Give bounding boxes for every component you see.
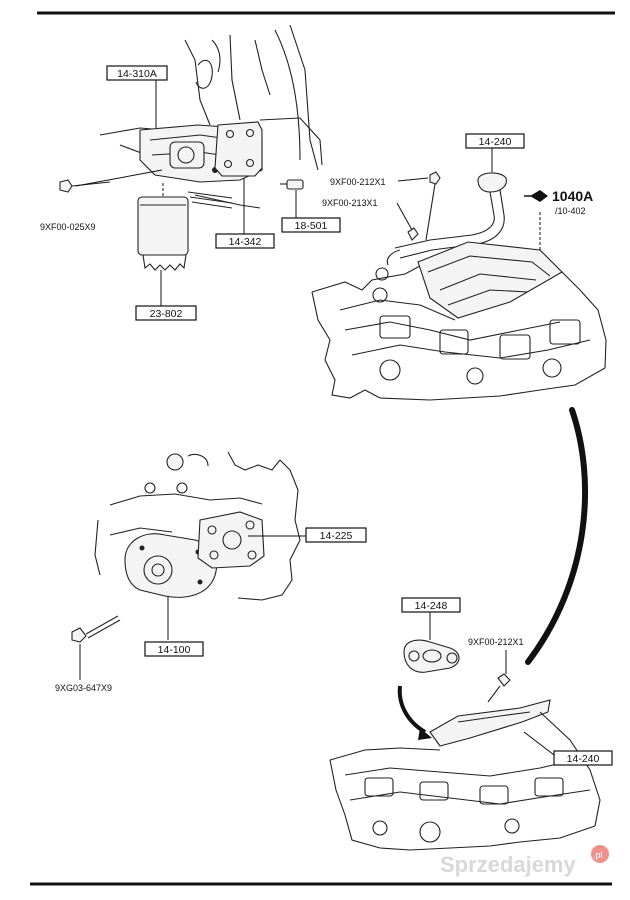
label-box-14-248 bbox=[401, 597, 461, 613]
label-14-342: 14-342 bbox=[229, 236, 262, 248]
label-14-100: 14-100 bbox=[158, 644, 191, 656]
torque-ref: /10-402 bbox=[555, 206, 586, 216]
label-box-14-240-top bbox=[465, 133, 525, 149]
watermark-suffix: .pl bbox=[593, 850, 603, 860]
label-9xf00-212x1-lower: 9XF00-212X1 bbox=[468, 637, 524, 647]
label-box-23-802 bbox=[135, 305, 197, 321]
label-14-225: 14-225 bbox=[320, 530, 353, 542]
label-box-14-100 bbox=[144, 641, 204, 657]
label-box-18-501 bbox=[281, 217, 341, 233]
lower-pickup-illustration bbox=[329, 639, 601, 851]
oil-pump-illustration bbox=[71, 451, 301, 643]
label-9xf00-025x9: 9XF00-025X9 bbox=[40, 222, 96, 232]
label-23-802: 23-802 bbox=[150, 308, 183, 320]
label-14-240-lower: 14-240 bbox=[567, 753, 600, 765]
torque-wrench-icon bbox=[524, 190, 548, 202]
torque-spec-1040a: 1040A bbox=[552, 188, 593, 204]
label-18-501: 18-501 bbox=[295, 220, 328, 232]
label-9xf00-213x1: 9XF00-213X1 bbox=[322, 198, 378, 208]
label-9xg03-647x9: 9XG03-647X9 bbox=[55, 683, 112, 693]
label-box-14-240-lower bbox=[553, 750, 613, 766]
label-14-240-top: 14-240 bbox=[479, 136, 512, 148]
watermark-text: Sprzedajemy bbox=[440, 852, 576, 877]
adapter-illustration bbox=[59, 24, 323, 271]
label-14-310a: 14-310A bbox=[117, 68, 157, 80]
label-box-14-310a bbox=[106, 65, 168, 81]
label-box-14-225 bbox=[305, 527, 367, 543]
label-14-248: 14-248 bbox=[415, 600, 448, 612]
watermark-badge bbox=[591, 845, 609, 863]
flow-arrow-curve bbox=[525, 407, 589, 665]
pickup-engine-illustration bbox=[311, 171, 607, 401]
label-box-14-342 bbox=[215, 233, 275, 249]
label-9xf00-212x1-top: 9XF00-212X1 bbox=[330, 177, 386, 187]
